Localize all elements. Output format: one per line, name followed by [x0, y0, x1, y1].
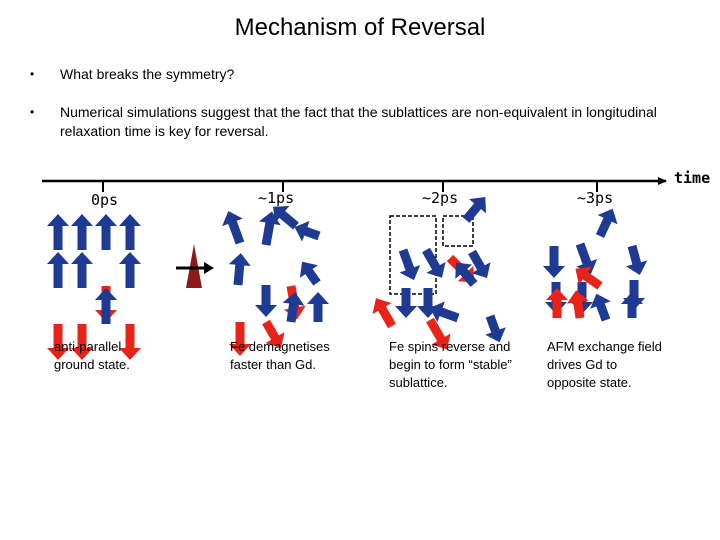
spin-arrow-icon: [307, 292, 329, 322]
spin-arrow-icon: [119, 214, 141, 250]
time-label-2ps: ~2ps: [422, 189, 458, 207]
spin-arrow-icon: [47, 214, 69, 250]
time-label-3ps: ~3ps: [577, 189, 613, 207]
spin-arrow-icon: [543, 246, 565, 278]
spin-arrow-icon: [458, 190, 494, 227]
spin-arrow-icon: [416, 245, 451, 284]
spin-arrow-icon: [621, 243, 650, 278]
spin-arrow-icon: [393, 246, 425, 284]
spin-arrow-icon: [395, 288, 417, 318]
spin-arrow-icon: [119, 252, 141, 288]
spin-arrow-icon: [95, 214, 117, 250]
stage-caption-1ps: Fe demagnetises faster than Gd.: [230, 338, 360, 374]
spin-arrow-icon: [71, 214, 93, 250]
stage-caption-3ps: AFM exchange field drives Gd to opposite…: [547, 338, 667, 392]
spin-arrow-icon: [366, 293, 401, 332]
laser-pulse-icon: [176, 244, 214, 288]
spin-arrow-icon: [590, 204, 623, 240]
spin-arrow-icon: [586, 290, 616, 324]
stage-caption-0ps: anti-parallel ground state.: [54, 338, 164, 374]
time-label-1ps: ~1ps: [258, 189, 294, 207]
spin-arrow-icon: [621, 292, 643, 318]
time-label-0ps: 0ps: [91, 191, 118, 209]
spin-arrow-icon: [218, 207, 250, 246]
stage-caption-2ps: Fe spins reverse and begin to form “stab…: [389, 338, 519, 392]
spin-arrays: [47, 190, 650, 360]
spin-arrow-icon: [47, 252, 69, 288]
spin-arrow-icon: [71, 252, 93, 288]
spin-arrow-icon: [227, 252, 252, 286]
spin-arrow-icon: [95, 288, 117, 324]
time-axis-label: time: [674, 169, 710, 187]
spin-arrow-icon: [293, 255, 326, 289]
spin-arrow-icon: [255, 285, 277, 317]
